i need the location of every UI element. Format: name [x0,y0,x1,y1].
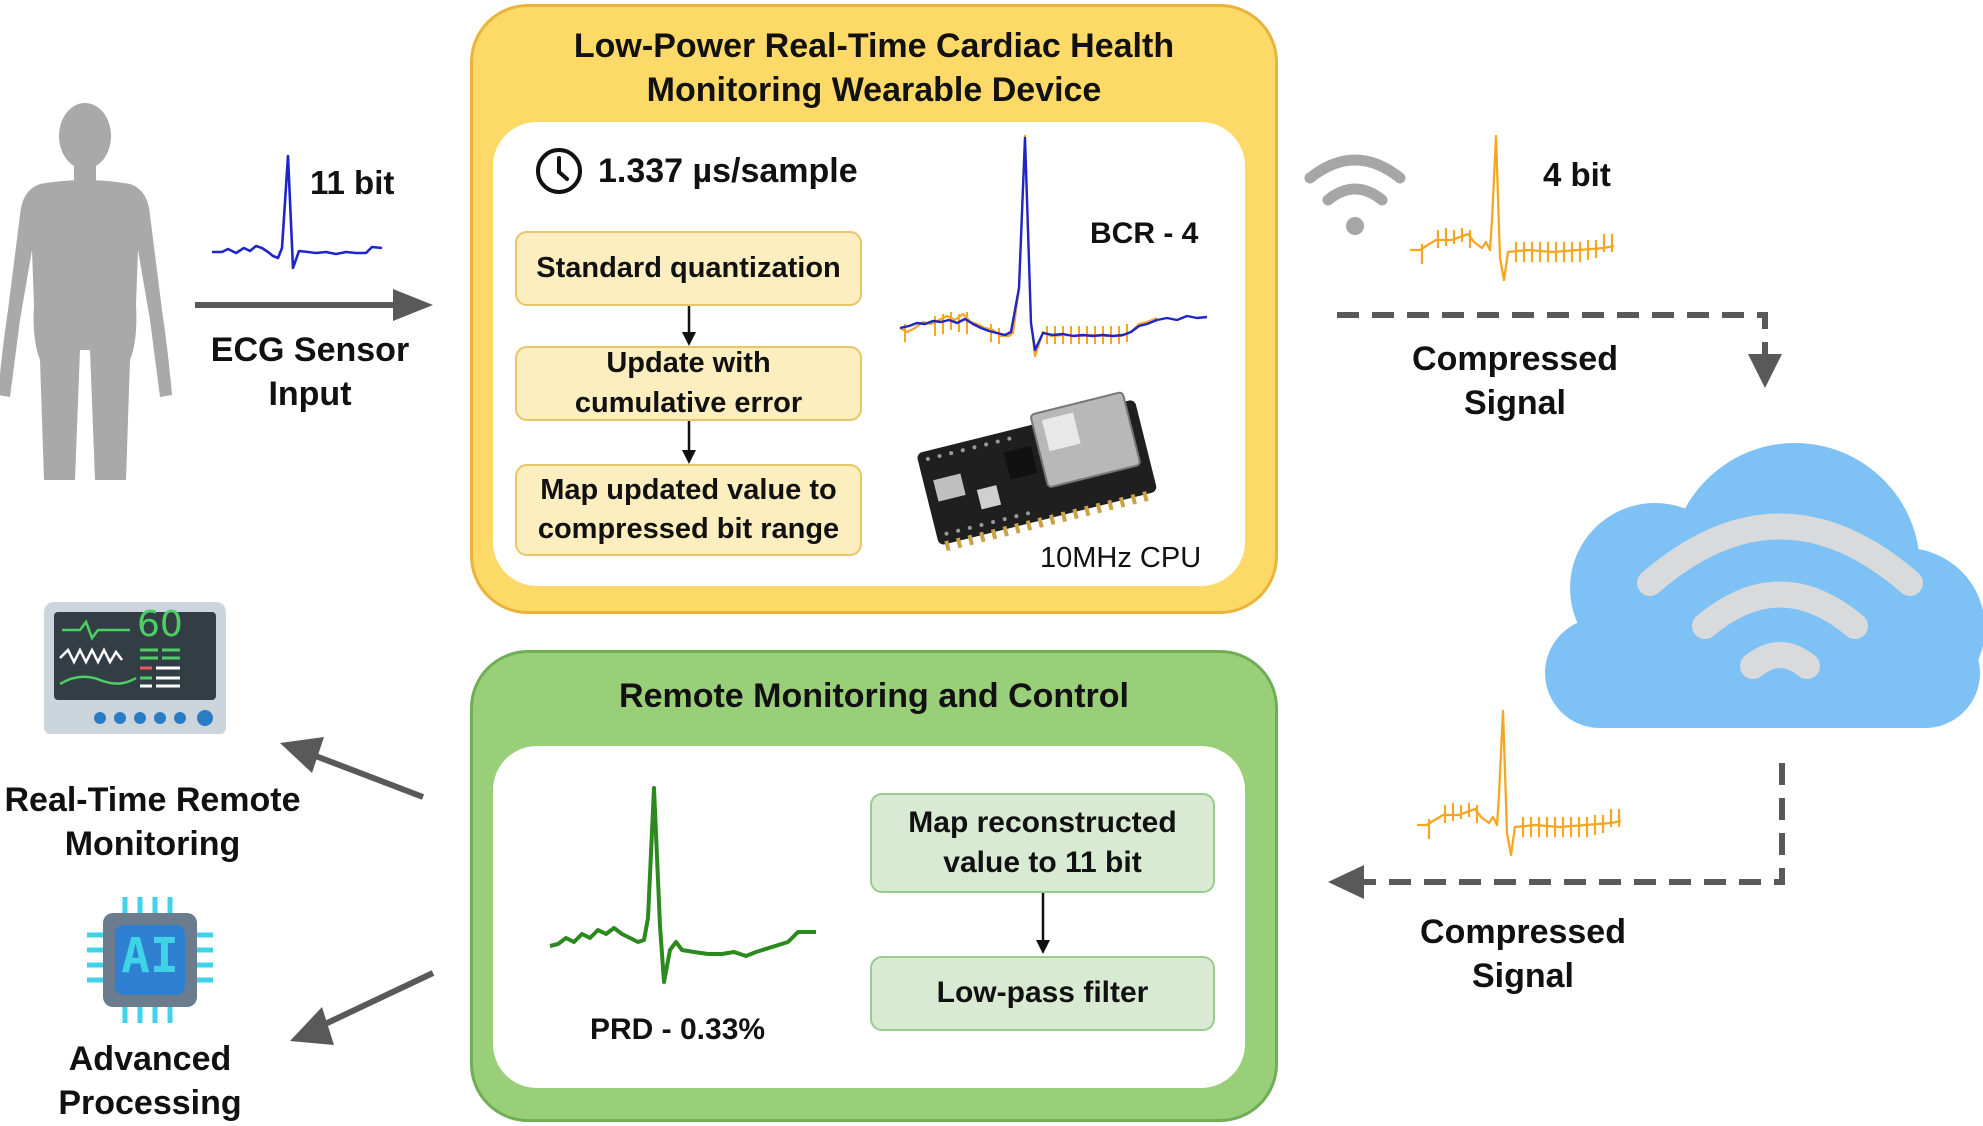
transmit-bits-label: 4 bit [1543,156,1611,193]
step-low-pass-filter: Low-pass filter [870,956,1215,1031]
compression-overlay-waveform [899,134,1208,358]
ai-chip-icon [87,897,213,1023]
clock-icon [536,148,582,194]
output-arrow-processing [290,970,435,1045]
wearable-title: Low-Power Real-Time Cardiac Health Monit… [573,27,1175,110]
uplink-dashed-arrow [1337,312,1782,388]
sensor-input-label: ECG Sensor Input [210,331,410,414]
bcr-label: BCR - 4 [1090,217,1199,250]
real-time-monitoring-label: Real-Time Remote Monitoring [4,781,301,864]
remote-flow-arrow [1036,893,1050,954]
remote-title: Remote Monitoring and Control [619,677,1129,715]
raw-ecg-waveform [212,154,383,270]
step-map-compressed: Map updated value to compressed bit rang… [515,464,862,556]
input-arrow [195,289,433,321]
step-map-reconstructed: Map reconstructed value to 11 bit [870,793,1215,893]
advanced-processing-label: Advanced Processing [58,1040,242,1123]
step-cumulative-error: Update with cumulative error [515,346,862,421]
human-body-icon [0,103,172,480]
monitor-value-readout: 60 [137,604,183,645]
patient-monitor-icon [44,602,226,734]
transmit-compressed-label: Compressed Signal [1412,340,1618,423]
ai-chip-label: AI [121,928,179,984]
wifi-signal-icon [1304,154,1406,235]
flow-arrow-1 [682,306,696,346]
downlink-dashed-arrow [1328,763,1785,899]
reconstructed-ecg-waveform [549,786,816,984]
cloud-icon [1545,443,1983,728]
microcontroller-board-icon [917,391,1157,552]
cpu-label: 10MHz CPU [1040,542,1202,574]
timing-label: 1.337 µs/sample [598,152,858,190]
compressed-waveform-bottom [1417,709,1622,857]
compressed-waveform-top [1410,134,1615,282]
step-standard-quantization: Standard quantization [515,231,862,306]
flow-arrow-2 [682,421,696,464]
input-bits-label: 11 bit [310,164,395,201]
receive-compressed-label: Compressed Signal [1420,913,1626,996]
prd-label: PRD - 0.33% [590,1013,766,1046]
output-arrow-monitor [280,737,425,800]
